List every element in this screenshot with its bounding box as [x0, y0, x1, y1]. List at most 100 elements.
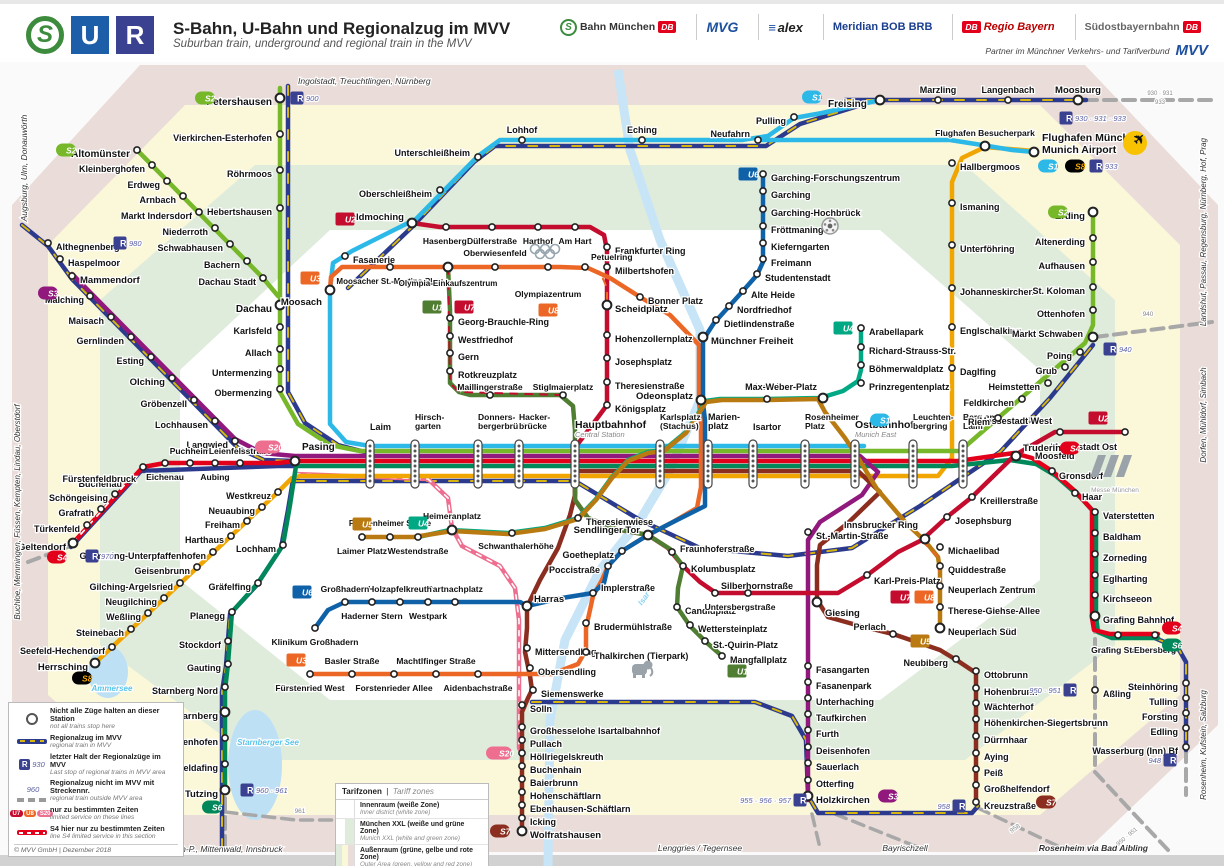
- station-label: Josephsplatz: [615, 357, 673, 367]
- copyright: © MVV GmbH | Dezember 2018: [14, 843, 178, 854]
- line-badge-label: U8: [924, 593, 935, 603]
- station-label: Therese-Giehse-Allee: [948, 606, 1040, 616]
- station-label: Hebertshausen: [207, 207, 272, 217]
- transit-line-U7-dash: [447, 266, 561, 396]
- regional-badge: [952, 799, 966, 813]
- station-label: Taufkirchen: [816, 713, 866, 723]
- station: [1089, 283, 1097, 291]
- trunk-station: [655, 439, 665, 489]
- station-label: Max-Weber-Platz: [745, 382, 817, 392]
- station-label: Gräfelfing: [208, 582, 251, 592]
- station-label: Eching: [627, 125, 657, 135]
- soccer-icon: [821, 217, 839, 235]
- trunk-station-dot: [911, 444, 915, 448]
- regional-number: 960 · 961: [256, 786, 288, 795]
- station: [790, 113, 798, 121]
- station: [56, 255, 64, 263]
- station: [274, 92, 286, 104]
- trunk-station-label: Berg am: [963, 412, 997, 422]
- trunk-station-dot: [961, 469, 965, 473]
- station: [474, 153, 482, 161]
- station-label: Lohhof: [507, 125, 538, 135]
- trunk-station-dot: [961, 474, 965, 478]
- transit-line-S4: [70, 450, 1161, 637]
- station-label: Kolumbusplatz: [691, 564, 756, 574]
- station: [211, 224, 219, 232]
- station: [163, 177, 171, 185]
- station: [44, 239, 52, 247]
- line-badge-S20: [486, 746, 512, 760]
- station-label: Neufahrn: [710, 129, 750, 139]
- station-label: Garching-Forschungszentrum: [771, 173, 900, 183]
- station: [491, 263, 499, 271]
- trunk-station-dot: [368, 479, 372, 483]
- station-label: Arabellapark: [869, 327, 925, 337]
- station-label: Dietlindenstraße: [724, 319, 795, 329]
- station: [1114, 631, 1122, 639]
- regional-badge: [1103, 342, 1117, 356]
- trunk-station-dot: [517, 474, 521, 478]
- station-label: Moosach: [281, 297, 322, 308]
- station-label: Lochhausen: [155, 420, 208, 430]
- line-badge-label: U3: [296, 656, 307, 666]
- station-label: Arnbach: [139, 195, 176, 205]
- station: [86, 292, 94, 300]
- regional-badge: [1163, 753, 1177, 767]
- line-badge-label: U4: [843, 324, 854, 334]
- zone-swatch-green-yellow-red: [336, 845, 355, 866]
- trunk-station-label: Laim: [370, 422, 391, 432]
- trunk-station-label: Platz: [805, 421, 825, 431]
- trunk-station-dot: [803, 444, 807, 448]
- station: [948, 284, 956, 292]
- station-label: Garching-Hochbrück: [771, 208, 862, 218]
- station-label: Harthof: [523, 236, 553, 246]
- station-label: Westkreuz: [226, 491, 271, 501]
- station-label: Dachau Stadt: [198, 277, 256, 287]
- line-badge-label: S4: [57, 553, 68, 563]
- transit-line-reg-holzkirchen-d: [531, 701, 979, 814]
- station: [518, 701, 526, 709]
- line-badge-U8: [914, 590, 934, 604]
- trunk-station-dot: [803, 474, 807, 478]
- station: [1089, 610, 1101, 622]
- station: [1087, 331, 1099, 343]
- station-label: Mangfallplatz: [730, 655, 788, 665]
- line-badge-U5: [352, 517, 372, 531]
- line-badge-label: S7: [1046, 798, 1058, 808]
- logo-s-bahn-muenchen: S Bahn München DB: [551, 14, 686, 40]
- station-label: Schwabhausen: [157, 243, 223, 253]
- transit-line-U8-dash2: [921, 540, 941, 587]
- station-label: Nordfriedhof: [737, 305, 792, 315]
- station-label: Messestadt West: [979, 416, 1052, 426]
- station-label: Johanneskirchen: [960, 287, 1034, 297]
- transit-line-U5: [359, 396, 943, 631]
- station: [518, 136, 526, 144]
- station-label: Stockdorf: [179, 640, 222, 650]
- station: [686, 621, 694, 629]
- station-label: Holzapfelkreuth: [368, 584, 432, 594]
- trunk-station-dot: [573, 469, 577, 473]
- station-label: Aubing: [200, 472, 229, 482]
- station: [1061, 363, 1069, 371]
- trunk-station-label: garten: [415, 421, 441, 431]
- zone-swatch-white: [336, 800, 355, 818]
- station: [1071, 489, 1079, 497]
- station: [1087, 206, 1099, 218]
- corridor-label: Starnberger See: [237, 738, 299, 747]
- station-label: Ottobrunn: [984, 670, 1028, 680]
- station-label: Fröttmaning: [771, 225, 824, 235]
- station-label: Baierbrunn: [530, 778, 578, 788]
- station-label: Neubiberg: [903, 658, 948, 668]
- station: [341, 598, 349, 606]
- line-badge-label: U8: [548, 306, 559, 316]
- trunk-station-sublabel: Central Station: [575, 430, 625, 439]
- station-label: Forsting: [1142, 712, 1178, 722]
- station-label: Puchheim: [170, 446, 211, 456]
- trunk-station-dot: [368, 444, 372, 448]
- station: [274, 299, 286, 311]
- u8-chip-icon: U8: [23, 810, 37, 818]
- station-label: Friedenheimer Straße: [349, 519, 432, 528]
- station-label: Stiglmaierplatz: [533, 382, 593, 392]
- regional-badge-label: R: [800, 796, 807, 806]
